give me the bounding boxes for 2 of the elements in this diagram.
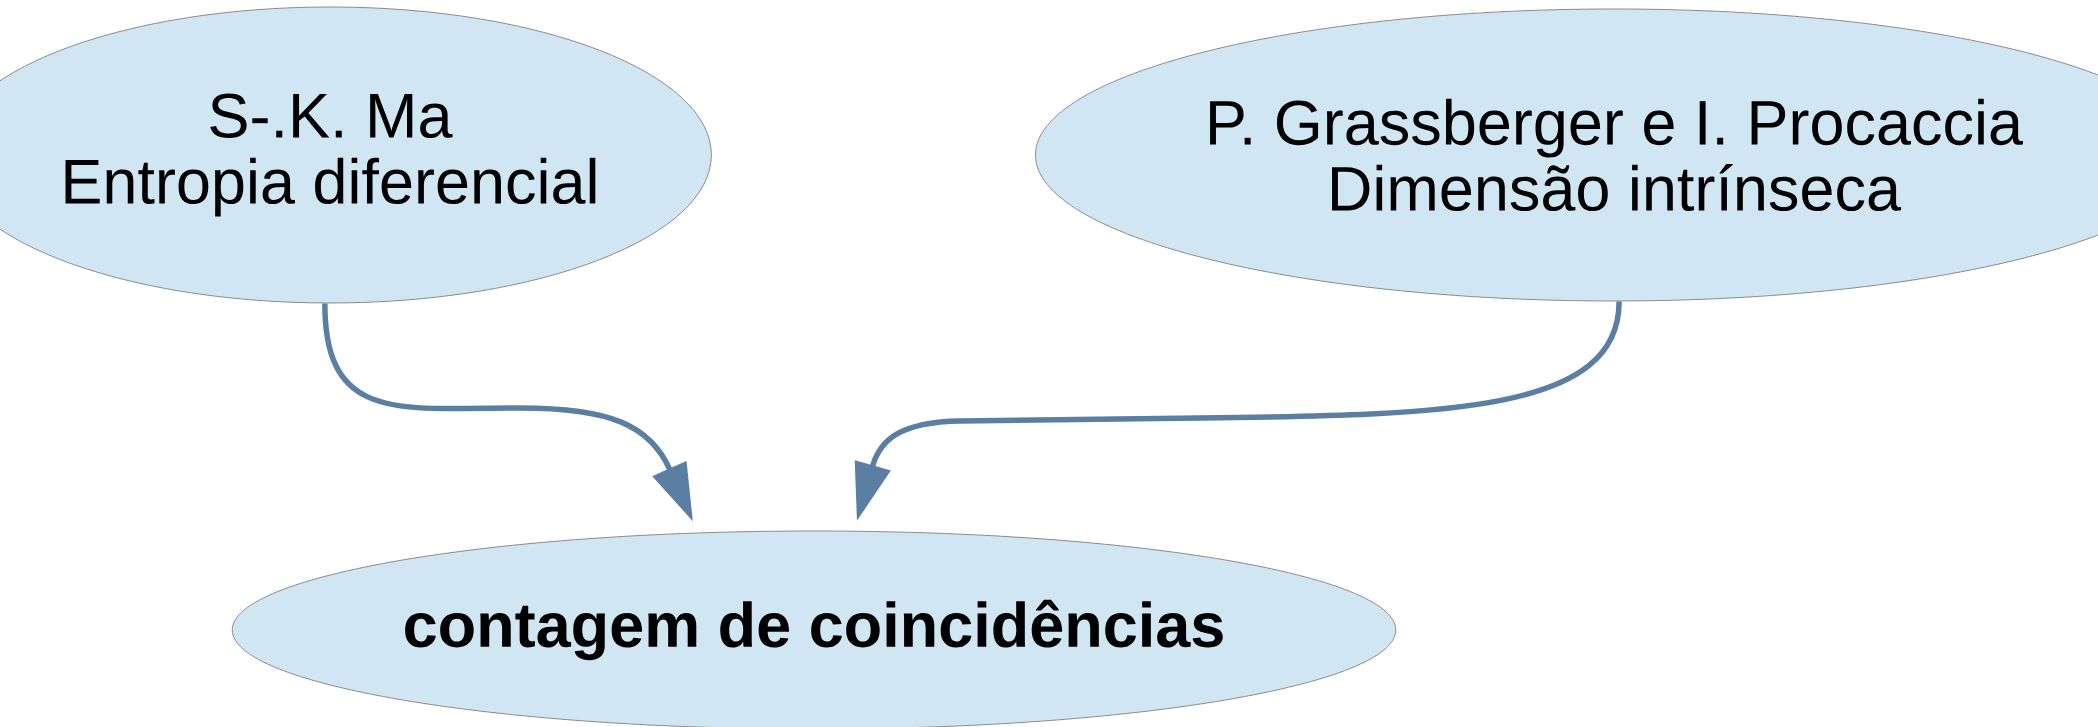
ellipse-node: P. Grassberger e I. Procaccia Dimensão intrínseca bbox=[1034, 8, 2098, 302]
ellipse-node: contagem de coincidências bbox=[231, 530, 1397, 727]
